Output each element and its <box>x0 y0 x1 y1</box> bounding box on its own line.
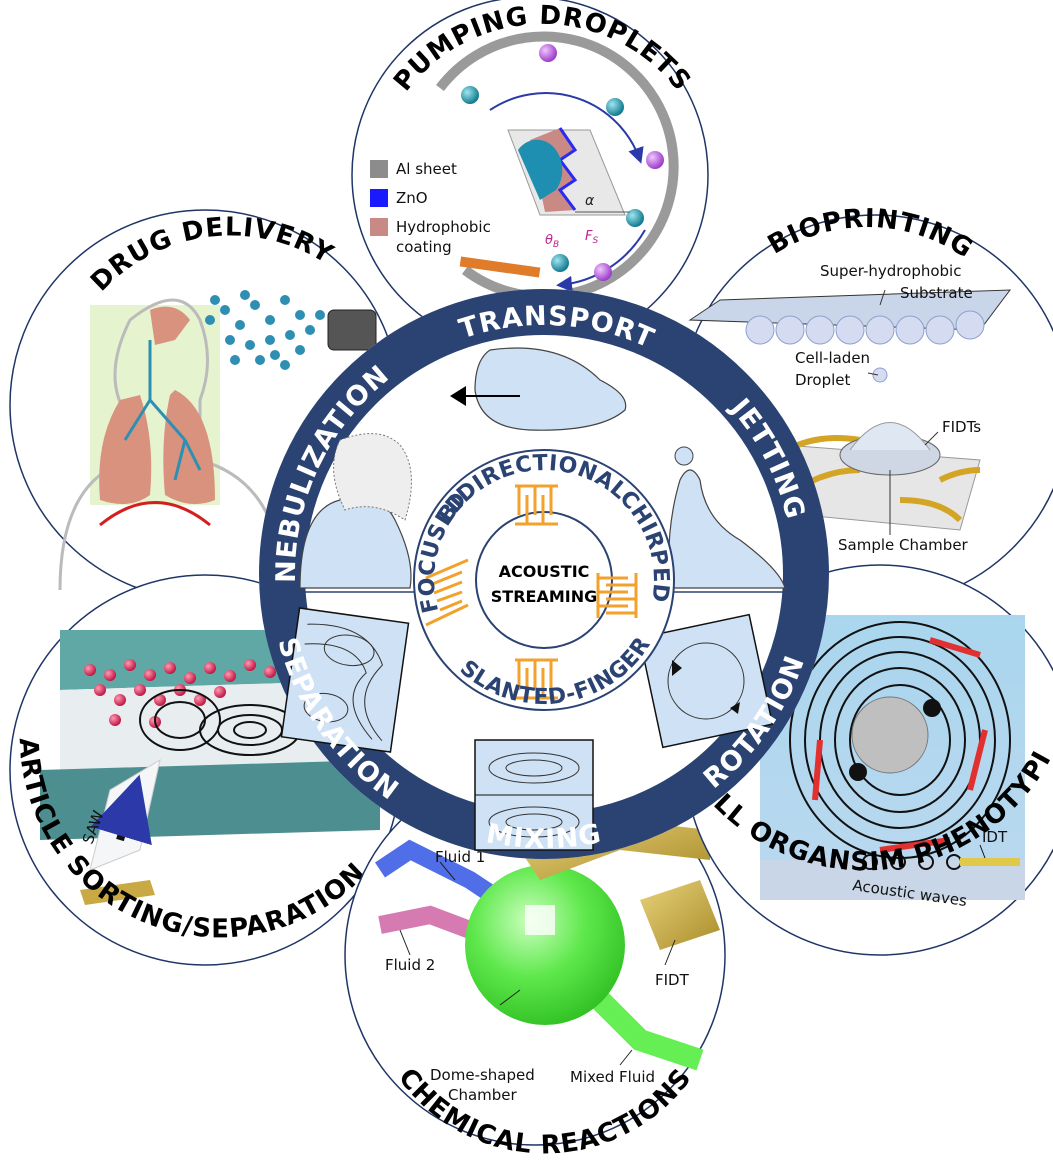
pumping-base-strip <box>459 256 541 278</box>
flow-arrows-red <box>812 637 988 853</box>
nebulization-mist <box>333 433 412 521</box>
bio-label: Super-hydrophobic <box>820 262 961 280</box>
fluid-channel-2 <box>378 905 474 939</box>
center-label-line1: ACOUSTIC <box>499 562 590 581</box>
leader-line <box>499 989 521 1006</box>
mixing-vortices <box>474 739 594 851</box>
bio-label: FIDTs <box>942 418 981 436</box>
chem-label: Fluid 1 <box>435 848 485 866</box>
leader-line <box>399 929 411 956</box>
leader-line <box>439 861 456 881</box>
legend-label: coating <box>396 238 452 256</box>
legend-swatch-al <box>370 160 388 178</box>
legend-label: Hydrophobic <box>396 218 491 236</box>
petal-bioprinting: Super-hydrophobic Substrate Cell-laden D… <box>679 204 1053 606</box>
chem-label: Fluid 2 <box>385 956 435 974</box>
leader-line <box>867 372 879 376</box>
organism-eye <box>849 763 867 781</box>
aerosol-particles <box>205 290 325 370</box>
jetting-droplet-small <box>674 446 694 466</box>
dome-chamber <box>465 865 625 1025</box>
droplet-bead <box>646 151 664 169</box>
ring-label-mixing: MIXING <box>484 818 604 855</box>
droplet-bead <box>626 209 644 227</box>
leader-line <box>879 289 886 306</box>
leader-line <box>664 939 676 966</box>
particles-red <box>84 659 296 728</box>
legend-label: Al sheet <box>396 160 457 178</box>
chamber-dome <box>849 422 931 451</box>
idt-icon-bidirectional <box>515 484 558 526</box>
idt-icon-focused <box>425 558 469 627</box>
droplet-bead <box>606 98 624 116</box>
center-label-line2: STREAMING <box>491 587 597 606</box>
leader-line <box>619 1049 633 1066</box>
idt-icon-slanted <box>515 658 558 700</box>
mixed-fluid-channel <box>592 992 704 1071</box>
transport-droplet <box>474 347 627 431</box>
lung-left <box>99 395 152 504</box>
cell-laden-droplet <box>872 367 888 383</box>
bio-label: Sample Chamber <box>838 536 969 554</box>
nebulizer-device <box>327 309 377 351</box>
legend-swatch-coating <box>370 218 388 236</box>
separation-streamlines <box>280 607 410 753</box>
chem-label: Chamber <box>448 1086 518 1104</box>
droplet-bead <box>539 44 557 62</box>
bio-label: Droplet <box>795 371 850 389</box>
force-symbol: FS <box>585 229 598 246</box>
transport-arrow-head <box>450 386 466 406</box>
leader-line <box>924 431 939 446</box>
rotation-box <box>638 613 774 749</box>
fluid-channel-1 <box>375 839 505 908</box>
airway <box>150 306 190 345</box>
org-label: IDT <box>982 828 1008 846</box>
legend-label: ZnO <box>396 189 428 207</box>
chem-label: FIDT <box>655 971 690 989</box>
bio-label: Cell-laden <box>795 349 870 367</box>
legend-swatch-zno <box>370 189 388 207</box>
pumping-inset: α <box>507 127 630 216</box>
organism-body <box>851 696 929 774</box>
trachea <box>123 340 202 481</box>
droplet-row <box>745 310 985 345</box>
theta-symbol: θB <box>545 233 559 250</box>
bio-label: Substrate <box>900 284 973 302</box>
chem-label: Dome-shaped <box>430 1066 535 1084</box>
droplet-bead <box>551 254 569 272</box>
diaphragm <box>99 501 211 527</box>
chem-label: Mixed Fluid <box>570 1068 655 1086</box>
idt-markers <box>862 854 962 870</box>
leader-line <box>979 844 986 859</box>
pumping-flow-arrow <box>489 92 644 164</box>
organism-eye <box>923 699 941 717</box>
droplet-bead <box>461 86 479 104</box>
alpha-symbol: α <box>585 193 595 209</box>
droplet-bead <box>594 263 612 281</box>
dome-highlight <box>525 905 555 935</box>
idt-icon-chirped <box>596 573 638 618</box>
idt-electrode <box>960 858 1020 866</box>
saw-electrode <box>80 880 155 905</box>
saw-arrow <box>90 774 152 846</box>
